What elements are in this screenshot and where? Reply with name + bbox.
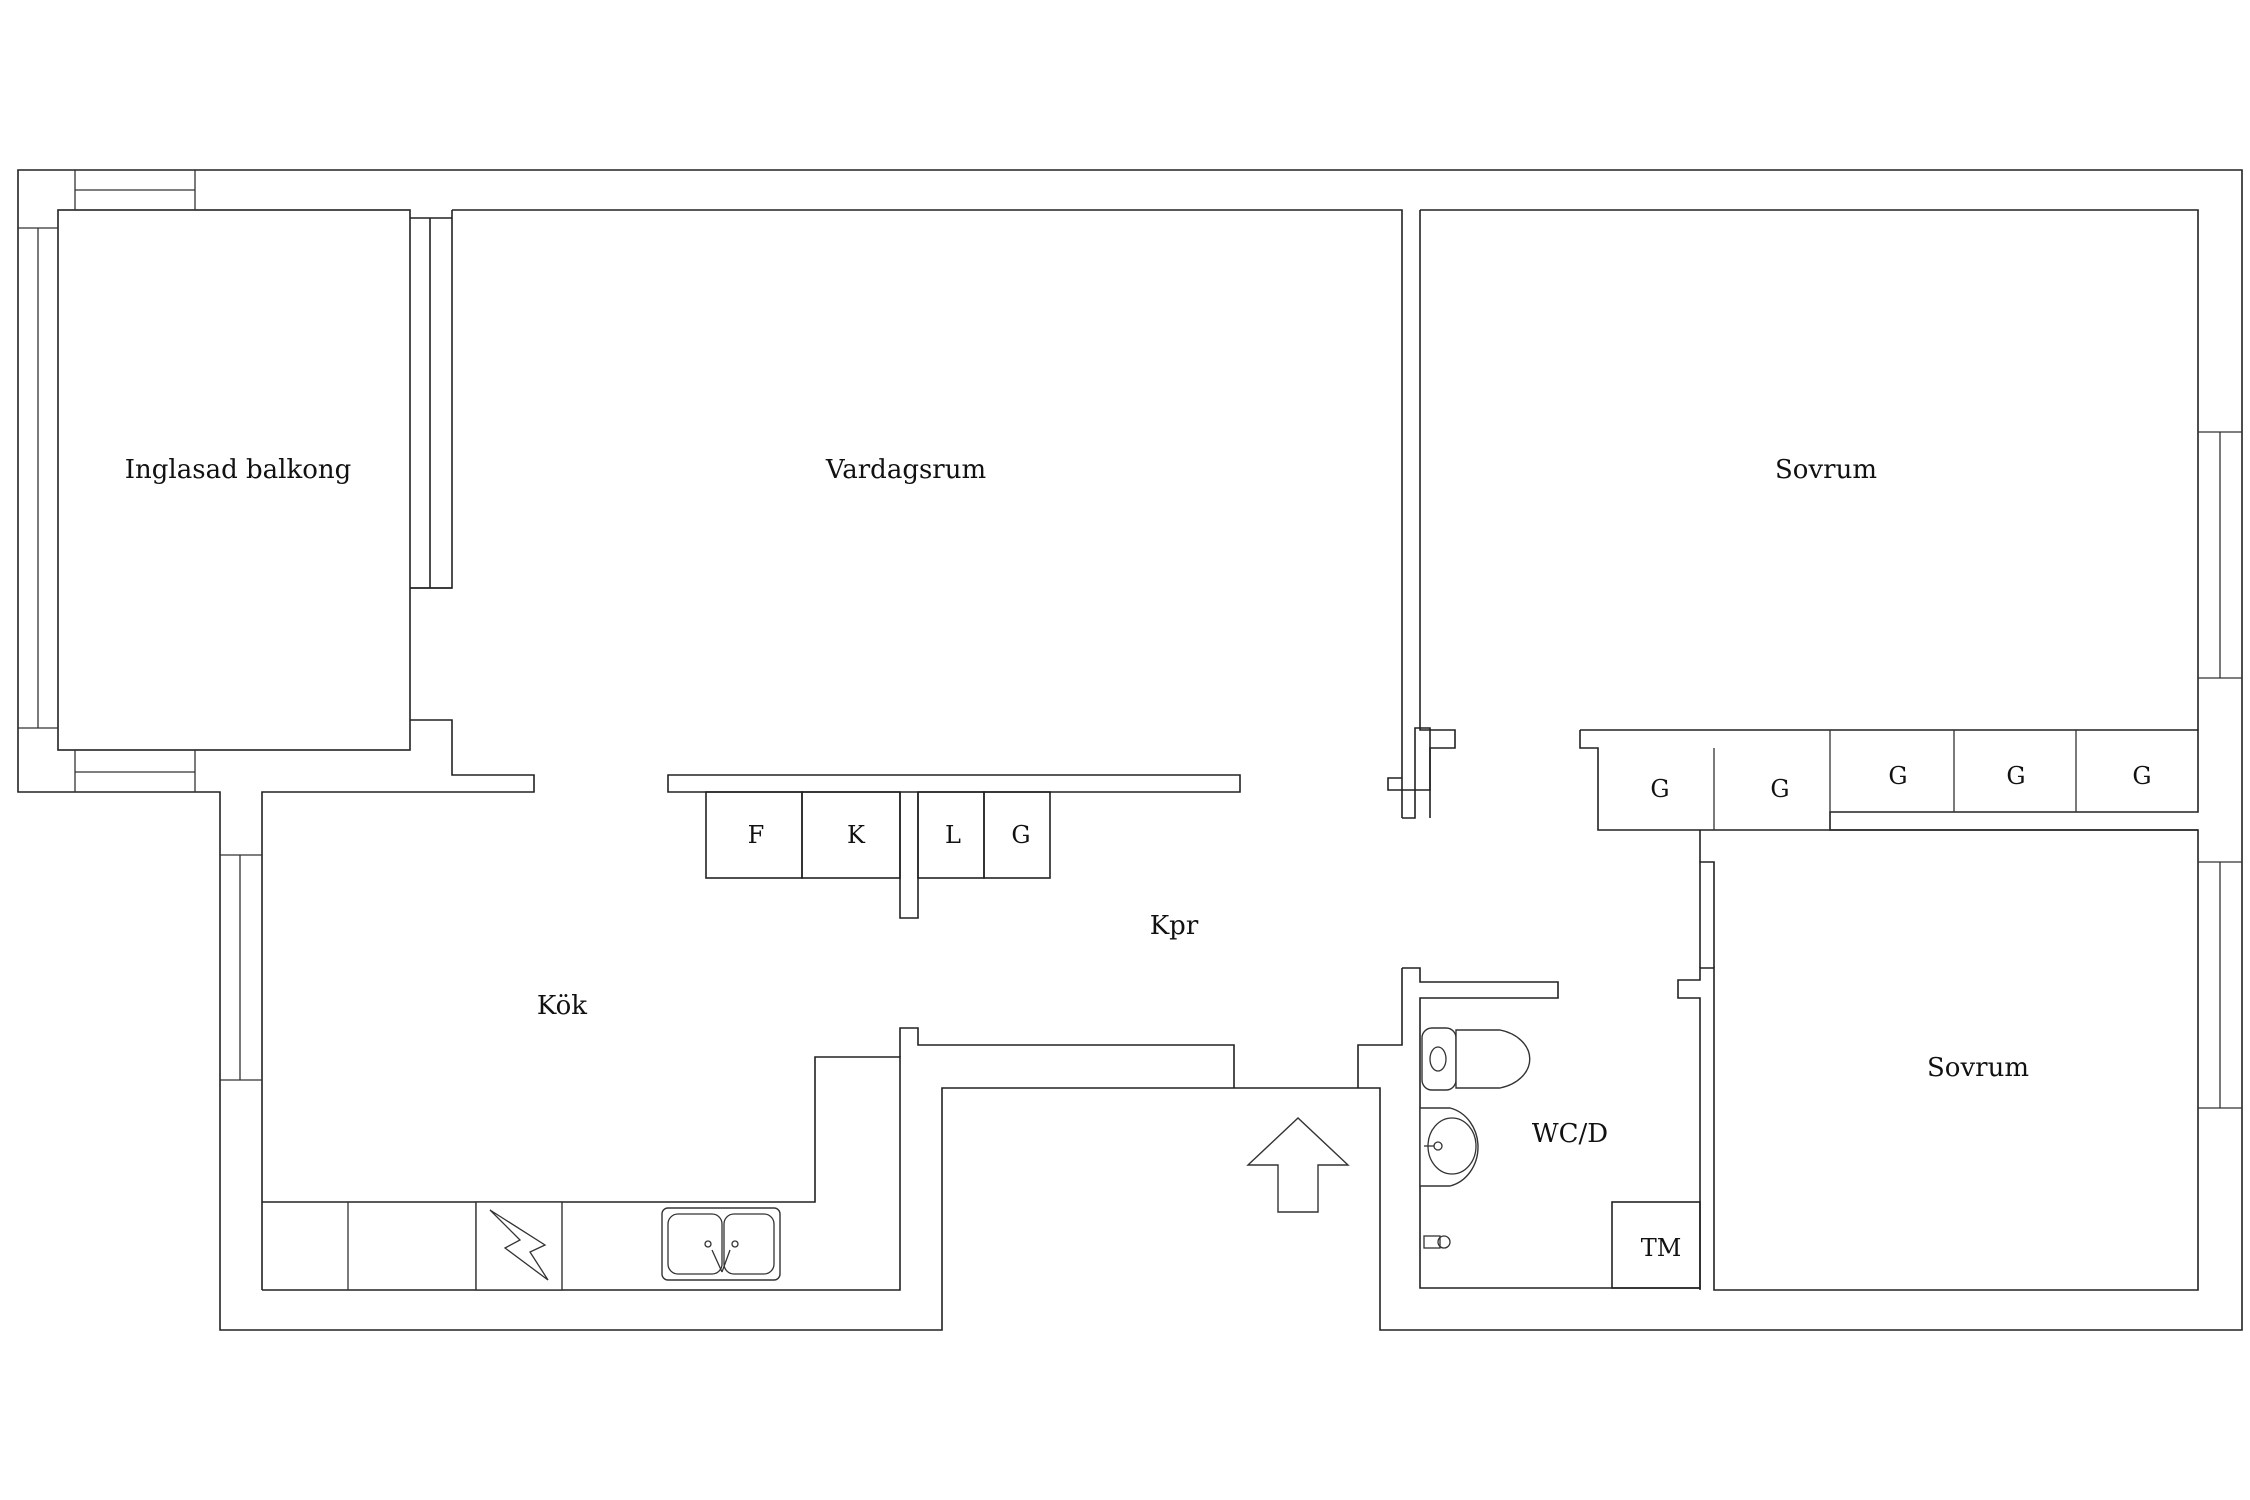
- cabinet-label-f: F: [748, 821, 765, 849]
- double-sink-icon: [661, 1207, 781, 1281]
- bedroom-2-walls: [1677, 829, 2242, 1291]
- cabinet-label-tm: TM: [1641, 1234, 1682, 1262]
- wardrobe-label-4: G: [2006, 762, 2025, 790]
- bathroom-walls: [1357, 967, 1701, 1289]
- room-label-bedroom-1: Sovrum: [1775, 455, 1877, 485]
- outer-walls: [17, 169, 2243, 1331]
- bedroom-1-walls: [1387, 209, 2242, 831]
- wardrobe-label-5: G: [2132, 762, 2151, 790]
- washbasin-icon: [1419, 1107, 1479, 1187]
- toilet-icon: [1421, 1027, 1531, 1091]
- stove-icon: [475, 1201, 563, 1291]
- wardrobe-label-2: G: [1770, 775, 1789, 803]
- hall-closet-group: [667, 774, 1241, 919]
- wardrobe-dividers: [1713, 730, 2077, 830]
- entrance-arrow-icon: [1246, 1117, 1350, 1213]
- room-label-balcony: Inglasad balkong: [125, 455, 351, 485]
- room-label-bathroom: WC/D: [1532, 1119, 1608, 1149]
- floor-drain-icon: [1423, 1235, 1451, 1249]
- room-label-bedroom-2: Sovrum: [1927, 1053, 2029, 1083]
- cabinet-label-g: G: [1011, 821, 1030, 849]
- wardrobe-label-1: G: [1650, 775, 1669, 803]
- cabinet-label-k: K: [847, 821, 866, 849]
- room-label-kitchen: Kök: [537, 991, 587, 1021]
- wardrobe-label-3: G: [1888, 762, 1907, 790]
- cabinet-label-l: L: [945, 821, 961, 849]
- room-label-corridor: Kpr: [1150, 911, 1199, 941]
- living-room-walls: [261, 209, 1431, 1290]
- room-label-living: Vardagsrum: [825, 455, 986, 485]
